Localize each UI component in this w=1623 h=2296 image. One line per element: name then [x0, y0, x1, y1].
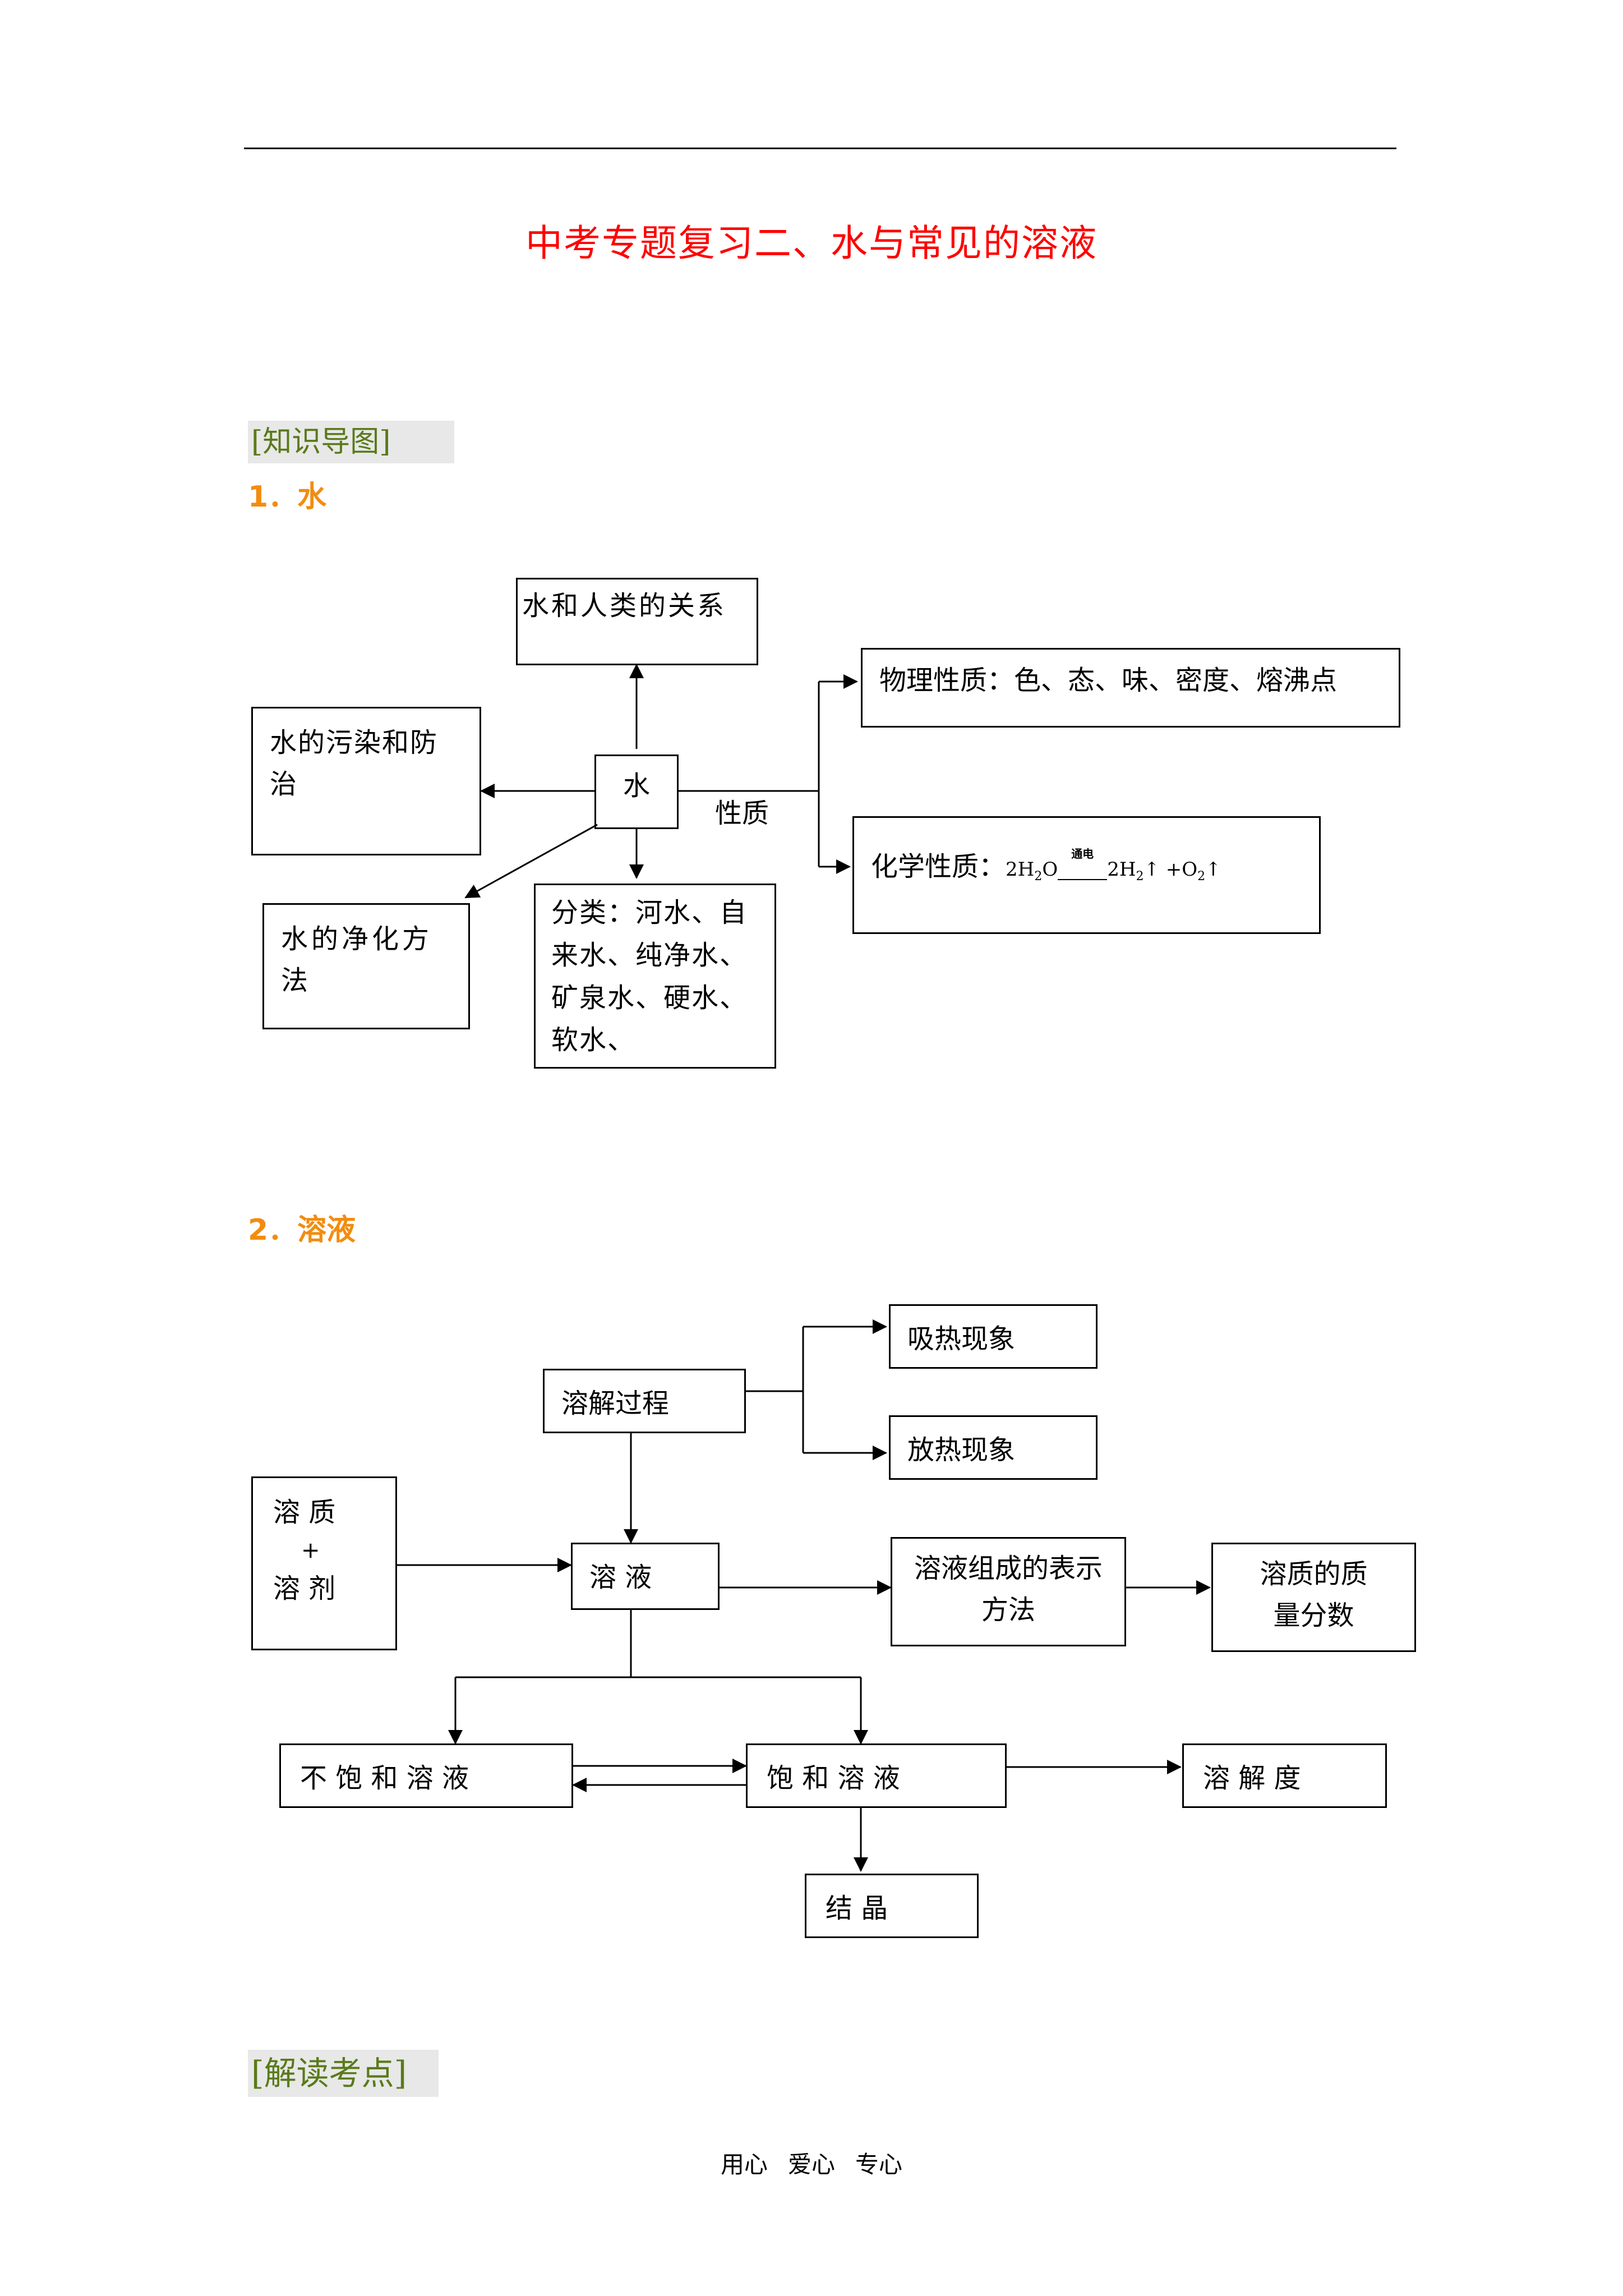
footer-text-2: 爱心	[787, 2151, 835, 2178]
eq-lhs-sub: 2	[1034, 869, 1043, 884]
page-footer: 用心爱心专心	[0, 2146, 1623, 2180]
eq-rhs1-sub: 2	[1136, 869, 1144, 884]
eq-reaction-arrow: 通电	[1058, 847, 1108, 880]
mass-fraction-box: 溶质的质量分数	[1211, 1543, 1416, 1652]
physical-property-box: 物理性质：色、态、味、密度、熔沸点	[861, 648, 1400, 728]
eq-plus: +O	[1165, 858, 1198, 881]
eq-rhs2-sub: 2	[1197, 869, 1206, 884]
arrow-to-purification	[464, 823, 598, 899]
unsaturated-solution-box: 不 饱 和 溶 液	[279, 1743, 573, 1808]
page-title: 中考专题复习二、水与常见的溶液	[525, 222, 1098, 265]
header-rule	[244, 148, 1396, 149]
water-classification-box: 分类：河水、自来水、纯净水、矿泉水、硬水、软水、	[534, 884, 776, 1069]
plus-sign: +	[301, 1538, 320, 1564]
solvent-label: 溶 剂	[273, 1573, 336, 1605]
eq-gas-arrow-2: ↑	[1205, 858, 1221, 881]
dissolving-process-box: 溶解过程	[543, 1369, 746, 1433]
heading-water: 1．水	[248, 480, 327, 514]
solute-solvent-box: 溶 质 + 溶 剂	[251, 1476, 397, 1650]
crystallization-box: 结 晶	[805, 1874, 979, 1938]
absorb-heat-box: 吸热现象	[889, 1304, 1098, 1369]
heading-solution: 2．溶液	[248, 1213, 356, 1247]
knowledge-map-tag: [知识导图]	[248, 421, 454, 463]
release-heat-box: 放热现象	[889, 1415, 1098, 1480]
saturated-solution-box: 饱 和 溶 液	[746, 1743, 1007, 1808]
water-pollution-box: 水的污染和防治	[251, 707, 481, 855]
footer-text-3: 专心	[855, 2151, 903, 2178]
electrolysis-equation: 2H2O通电2H2↑ +O2↑	[1006, 847, 1221, 884]
water-center-box: 水	[594, 754, 679, 829]
composition-box: 溶液组成的表示方法	[891, 1537, 1126, 1646]
solute-label: 溶 质	[273, 1497, 336, 1528]
exam-points-tag: [解读考点]	[248, 2050, 439, 2097]
footer-text-1: 用心	[720, 2151, 768, 2178]
water-purification-box: 水的净化方法	[262, 903, 470, 1029]
chemical-property-box: 化学性质：2H2O通电2H2↑ +O2↑	[852, 816, 1321, 934]
chemical-property-label: 化学性质：	[871, 851, 1006, 882]
eq-gas-arrow-1: ↑	[1144, 858, 1160, 881]
eq-condition: 通电	[1071, 847, 1094, 861]
eq-lhs-tail: O	[1042, 858, 1058, 881]
solubility-box: 溶 解 度	[1182, 1743, 1387, 1808]
eq-rhs1: 2H	[1107, 858, 1136, 881]
water-human-relation-box: 水和人类的关系	[516, 578, 758, 665]
solution-box: 溶 液	[571, 1543, 720, 1610]
eq-lhs: 2H	[1006, 858, 1035, 881]
property-label: 性质	[715, 798, 769, 829]
